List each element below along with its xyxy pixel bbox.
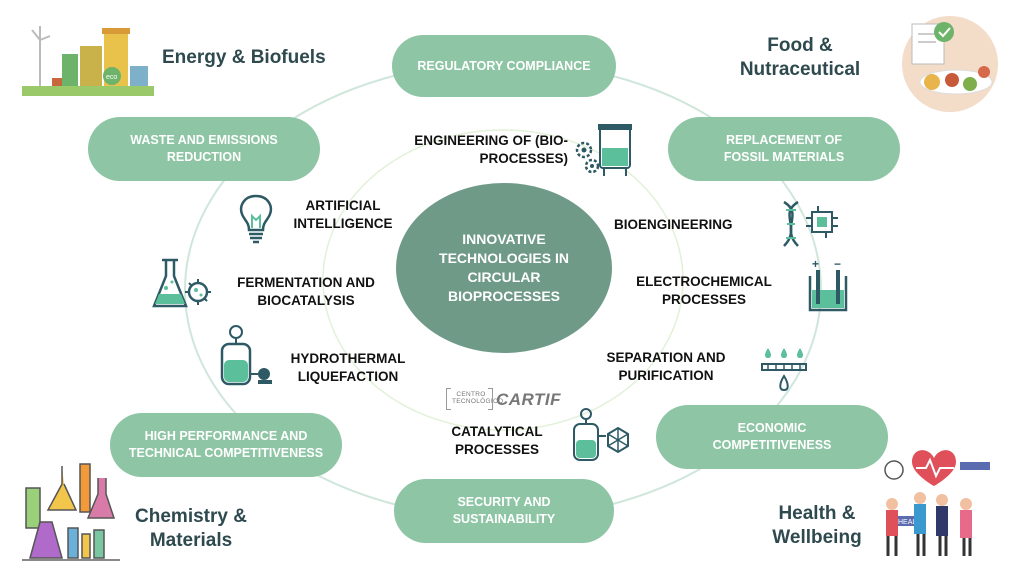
tech-catalytical-processes: CATALYTICAL PROCESSES [451, 424, 543, 457]
flask-microbe-icon [152, 258, 211, 308]
bioreactor-gears-icon [575, 124, 632, 176]
dna-chip-icon [783, 200, 838, 247]
challenge-regulatory-compliance: REGULATORY COMPLIANCE [392, 35, 616, 97]
tech-fermentation-biocatalysis: FERMENTATION AND BIOCATALYSIS [237, 275, 375, 308]
sector-energy-biofuels: Energy & Biofuels [162, 47, 326, 68]
tech-electrochemical-processes: ELECTROCHEMICAL PROCESSES [636, 274, 772, 307]
lightbulb-icon [239, 194, 273, 244]
food-plate-icon [902, 16, 998, 112]
svg-text:+: + [812, 258, 819, 271]
tech-hydrothermal-liquefaction: HYDROTHERMAL LIQUEFACTION [290, 351, 406, 384]
svg-text:eco: eco [106, 74, 117, 81]
tech-artificial-intelligence: ARTIFICIAL INTELLIGENCE [293, 198, 393, 231]
challenge-security-sustainability: SECURITY AND SUSTAINABILITY [394, 479, 614, 543]
sector-food-nutraceutical: Food & Nutraceutical [739, 35, 861, 80]
challenge-replacement-fossil-materials: REPLACEMENT OF FOSSIL MATERIALS [668, 117, 900, 181]
energy-plant-icon: eco [22, 26, 154, 96]
challenge-high-performance: HIGH PERFORMANCE AND TECHNICAL COMPETITI… [110, 413, 342, 477]
health-people-icon: HEALTH [884, 450, 990, 556]
center-circle: INNOVATIVE TECHNOLOGIES IN CIRCULAR BIOP… [396, 183, 612, 353]
svg-text:HEALTH: HEALTH [898, 519, 925, 526]
sector-health-wellbeing: Health & Wellbeing [772, 503, 862, 548]
reactor-catalyst-icon [573, 408, 629, 461]
challenge-waste-emissions-reduction: WASTE AND EMISSIONS REDUCTION [88, 117, 320, 181]
tech-bioengineering: BIOENGINEERING [614, 217, 733, 232]
electrochemical-cell-icon: + − [808, 258, 848, 312]
lab-glassware-icon [22, 463, 120, 561]
pressure-reactor-icon [220, 325, 272, 386]
cartif-logo: CENTRO TECNOLÓGICO CARTIF [446, 388, 566, 412]
challenge-economic-competitiveness: ECONOMIC COMPETITIVENESS [656, 405, 888, 469]
tech-separation-purification: SEPARATION AND PURIFICATION [606, 350, 726, 383]
filter-membrane-icon [761, 348, 807, 392]
tech-engineering-bioprocesses: ENGINEERING OF (BIO-PROCESSES) [414, 133, 568, 166]
sector-chemistry-materials: Chemistry & Materials [135, 506, 247, 551]
svg-text:−: − [834, 258, 841, 271]
